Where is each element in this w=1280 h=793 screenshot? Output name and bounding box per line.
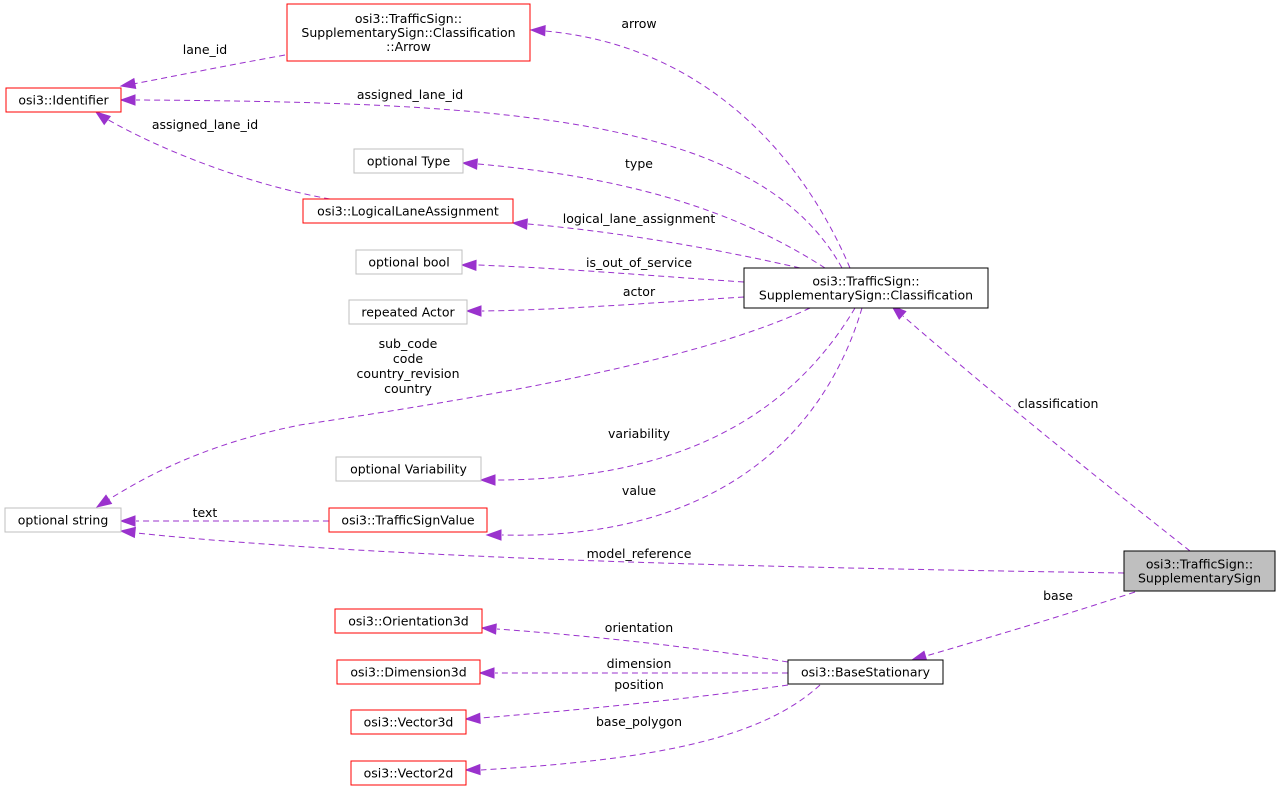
node-dimension3d[interactable]: osi3::Dimension3d [336, 659, 481, 685]
node-label: osi3::TrafficSign:: [355, 11, 462, 26]
arrowhead-icon [480, 623, 497, 635]
edge-assigned-lane-id-lla [94, 111, 331, 200]
node-logical-lane-assignment[interactable]: osi3::LogicalLaneAssignment [302, 198, 514, 224]
node-label: SupplementarySign::Classification [759, 288, 973, 303]
arrowhead-icon [464, 712, 481, 724]
node-optional-variability[interactable]: optional Variability [335, 456, 482, 482]
arrowhead-icon [119, 94, 136, 106]
edge-label-string-fields: country [384, 381, 432, 396]
node-optional-type[interactable]: optional Type [353, 148, 464, 174]
edge-label-string-fields: country_revision [356, 366, 459, 381]
edge-model-reference [119, 526, 1125, 574]
edge-string-fields [95, 307, 811, 508]
edge-arrow [529, 25, 851, 269]
edge-label-is-out-of-service: is_out_of_service [586, 255, 692, 270]
arrowhead-icon [478, 667, 495, 679]
node-classification[interactable]: osi3::TrafficSign::SupplementarySign::Cl… [743, 267, 989, 309]
edge-label-text: text [193, 505, 218, 520]
edge-label-value: value [622, 483, 656, 498]
node-label: osi3::Vector3d [364, 715, 454, 730]
edge-orientation [480, 623, 789, 663]
node-label: osi3::TrafficSignValue [341, 513, 474, 528]
edge-label-logical-lane-assignment: logical_lane_assignment [563, 211, 716, 226]
node-repeated-actor[interactable]: repeated Actor [348, 299, 468, 325]
edge-actor [465, 296, 745, 317]
edge-label-string-fields: code [393, 351, 423, 366]
edge-label-variability: variability [608, 426, 671, 441]
node-optional-bool[interactable]: optional bool [355, 249, 463, 275]
arrowhead-icon [119, 515, 136, 527]
edge-classification [890, 305, 1191, 552]
node-vector2d[interactable]: osi3::Vector2d [350, 760, 467, 786]
arrowhead-icon [95, 494, 113, 508]
edge-label-string-fields: sub_code [379, 336, 438, 351]
node-label: optional Type [367, 154, 451, 169]
node-label: osi3::BaseStationary [801, 665, 931, 680]
arrowhead-icon [460, 259, 477, 272]
arrowhead-icon [464, 763, 481, 776]
node-supplementary-sign[interactable]: osi3::TrafficSign::SupplementarySign [1123, 550, 1276, 592]
node-label: SupplementarySign::Classification [301, 25, 515, 40]
node-base-stationary[interactable]: osi3::BaseStationary [787, 659, 944, 685]
node-label: osi3::LogicalLaneAssignment [317, 204, 499, 219]
edge-label-model-reference: model_reference [587, 546, 692, 561]
edge-label-assigned-lane-id-classification: assigned_lane_id [357, 87, 463, 102]
node-label: optional Variability [350, 462, 467, 477]
arrowhead-icon [94, 111, 112, 126]
node-orientation3d[interactable]: osi3::Orientation3d [334, 608, 483, 634]
node-label: ::Arrow [386, 39, 431, 54]
node-label: repeated Actor [361, 305, 455, 320]
arrowhead-icon [479, 474, 496, 486]
edge-logical-lane-assignment [511, 218, 801, 269]
edge-dimension [478, 667, 788, 679]
edge-label-lane-id: lane_id [183, 42, 227, 57]
arrowhead-icon [890, 305, 907, 320]
arrowhead-icon [511, 218, 528, 230]
edge-label-dimension: dimension [607, 656, 672, 671]
edge-label-position: position [614, 677, 664, 692]
node-label: osi3::Orientation3d [348, 614, 468, 629]
node-arrow[interactable]: osi3::TrafficSign::SupplementarySign::Cl… [286, 3, 531, 62]
node-label: osi3::Dimension3d [350, 665, 466, 680]
edge-base-polygon [464, 684, 821, 776]
arrowhead-icon [529, 25, 546, 37]
edge-label-type: type [625, 156, 653, 171]
arrowhead-icon [461, 158, 478, 170]
edge-label-arrow: arrow [621, 16, 656, 31]
node-label: optional bool [368, 255, 449, 270]
edge-lane-id [119, 54, 286, 90]
edge-value [485, 307, 863, 541]
node-label: osi3::Vector2d [364, 766, 454, 781]
arrowhead-icon [119, 526, 136, 539]
edge-variability [479, 307, 856, 486]
node-label: osi3::Identifier [18, 93, 109, 108]
arrowhead-icon [485, 529, 502, 541]
edge-label-base-polygon: base_polygon [596, 714, 682, 729]
edge-label-assigned-lane-id-lla: assigned_lane_id [152, 117, 258, 132]
arrowhead-icon [910, 650, 928, 662]
edge-label-actor: actor [623, 284, 656, 299]
edge-label-classification: classification [1018, 396, 1099, 411]
node-label: osi3::TrafficSign:: [812, 274, 919, 289]
node-vector3d[interactable]: osi3::Vector3d [350, 709, 467, 735]
node-identifier[interactable]: osi3::Identifier [5, 87, 122, 113]
node-label: optional string [18, 513, 109, 528]
arrowhead-icon [119, 77, 137, 90]
edge-type [461, 158, 826, 269]
edge-base [910, 591, 1136, 662]
node-traffic-sign-value[interactable]: osi3::TrafficSignValue [328, 507, 488, 533]
edge-position [464, 684, 789, 724]
arrowhead-icon [465, 305, 482, 317]
node-label: SupplementarySign [1138, 571, 1261, 586]
edge-label-orientation: orientation [605, 620, 673, 635]
edge-label-base: base [1043, 588, 1073, 603]
edge-assigned-lane-id-classification [119, 94, 843, 269]
edge-text [119, 515, 330, 527]
edge-is-out-of-service [460, 259, 745, 283]
node-optional-string[interactable]: optional string [4, 507, 122, 533]
node-label: osi3::TrafficSign:: [1146, 557, 1253, 572]
